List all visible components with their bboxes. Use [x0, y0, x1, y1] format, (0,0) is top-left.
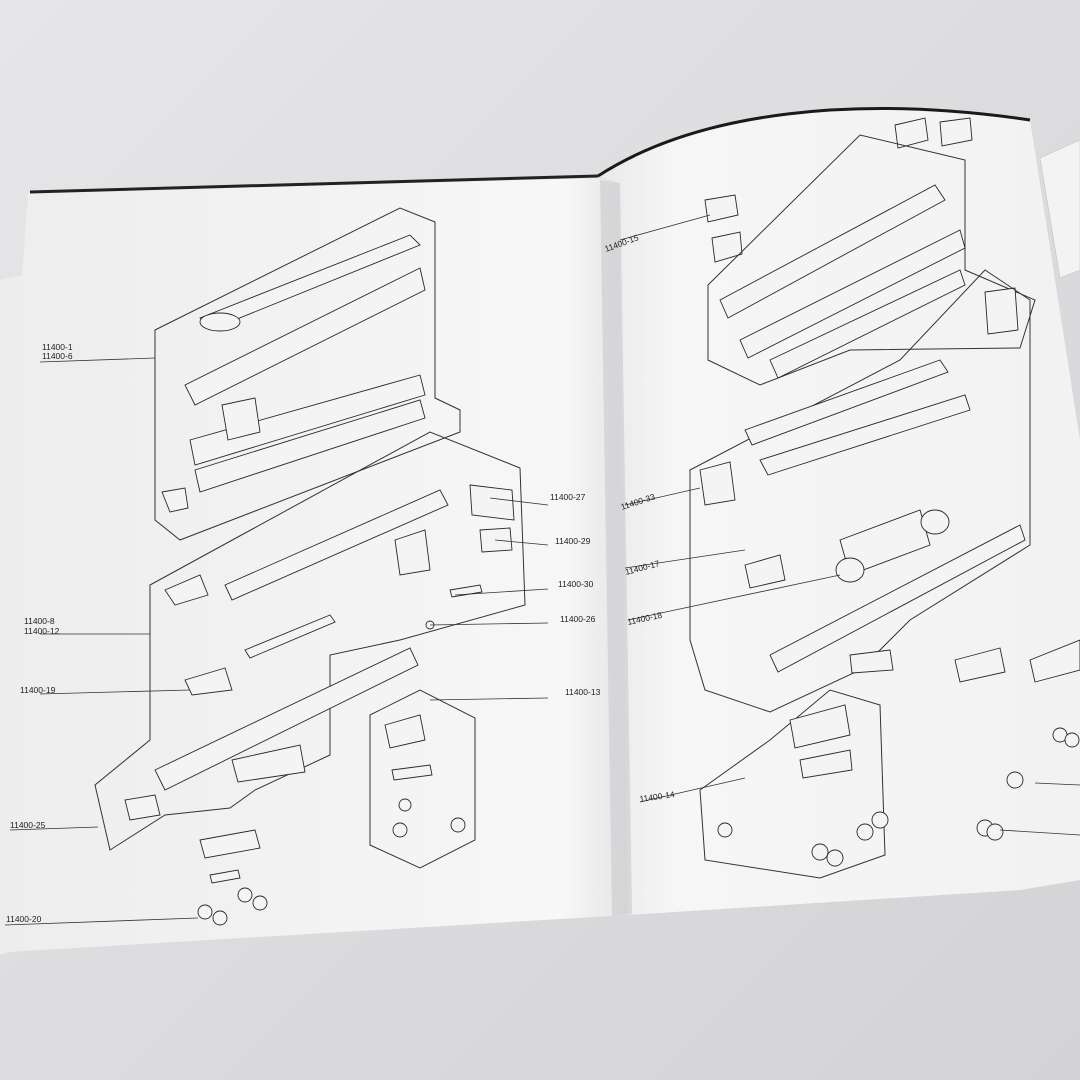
label-11400-25: 11400-25 [10, 820, 46, 830]
label-11400-29: 11400-29 [555, 536, 591, 546]
right-body-group [707, 134, 1036, 386]
label-11400-8: 11400-8 [24, 616, 55, 626]
right-loose-parts [954, 639, 1080, 841]
label-11400-12: 11400-12 [24, 626, 60, 636]
label-11400-14: 11400-14 [639, 789, 676, 804]
label-11400-27: 11400-27 [550, 492, 586, 502]
body-shell-group [154, 207, 461, 541]
left-leader-lines [4, 357, 549, 926]
left-page [0, 174, 628, 955]
right-page [597, 107, 1080, 916]
label-11400-19: 11400-19 [20, 685, 56, 695]
pantograph-parts [704, 117, 973, 263]
right-bogie-group [699, 689, 889, 879]
right-leader-lines [619, 214, 1080, 836]
label-11400-13: 11400-13 [565, 687, 601, 697]
bogie-box-group [369, 689, 476, 869]
label-11400-1: 11400-1 [42, 342, 73, 352]
loose-bogie-parts [197, 829, 268, 926]
label-11400-20: 11400-20 [6, 914, 42, 924]
label-11400-26: 11400-26 [560, 614, 596, 624]
back-page [1039, 139, 1080, 279]
label-11400-6: 11400-6 [42, 351, 73, 361]
left-labels: 11400-1 11400-6 11400-27 11400-29 11400-… [6, 342, 601, 924]
chassis-group [94, 431, 526, 851]
right-chassis-group [689, 269, 1031, 713]
gutter-shadow [600, 180, 632, 916]
label-11400-30: 11400-30 [558, 579, 594, 589]
